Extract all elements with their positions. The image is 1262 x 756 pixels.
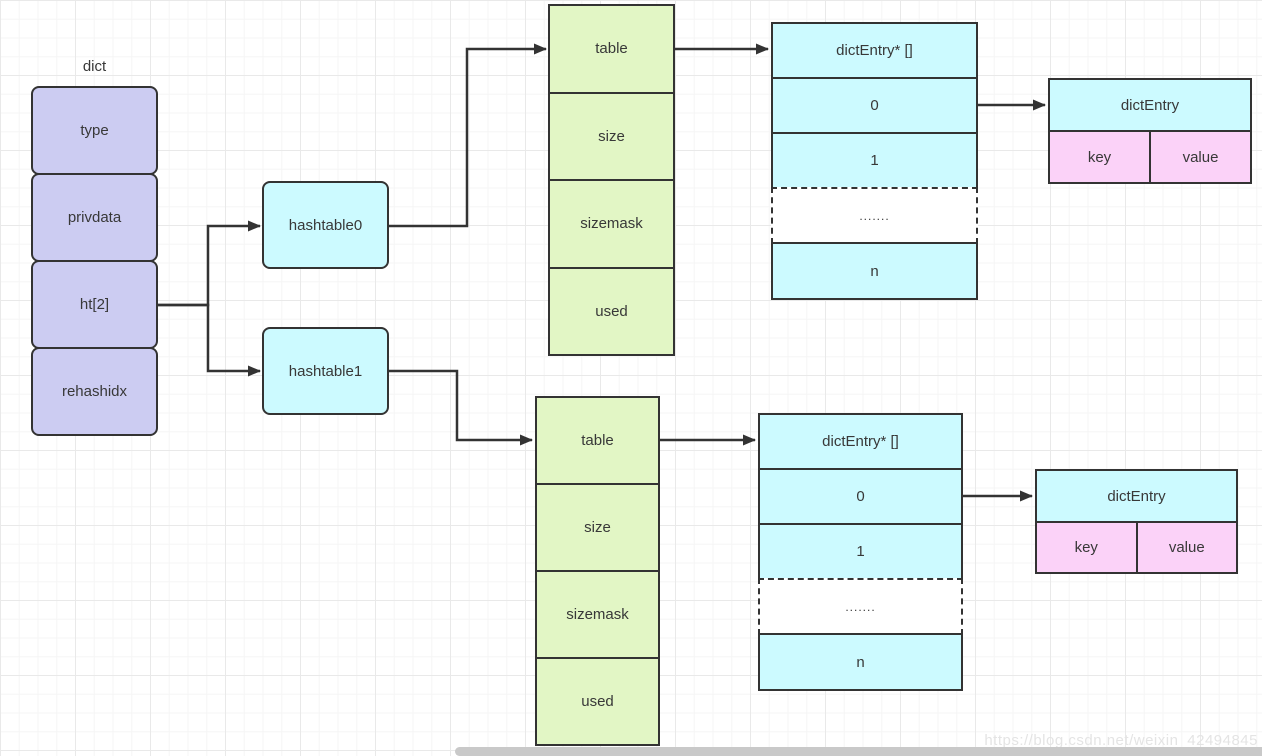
bucket1-slot-ellipsis: ....... — [758, 578, 963, 635]
hashtable0-node: hashtable0 — [262, 181, 389, 269]
dictentry1-header: dictEntry — [1037, 471, 1236, 523]
bucket1-slot-n: n — [758, 633, 963, 691]
dict-title: dict — [82, 58, 107, 75]
dict-field-privdata: privdata — [31, 173, 158, 262]
horizontal-scrollbar-thumb[interactable] — [455, 747, 1262, 756]
dictht1-field-size: size — [537, 485, 658, 572]
dictentry1-value-cell: value — [1137, 523, 1236, 572]
dictht0-field-used: used — [550, 268, 673, 354]
dictht0-field-table: table — [550, 6, 673, 94]
bucket1-slot-1: 1 — [758, 523, 963, 580]
dictht1-field-sizemask: sizemask — [537, 572, 658, 659]
dictentry0-key-cell: key — [1050, 132, 1151, 182]
watermark: https://blog.csdn.net/weixin_42494845 — [984, 732, 1258, 749]
bucket0-slot-n: n — [771, 242, 978, 300]
connector-ht2-to-hashtable1 — [157, 303, 261, 377]
bucket0-slot-0: 0 — [771, 77, 978, 134]
dict-field-type: type — [31, 86, 158, 175]
dictentry1-node: dictEntry key value — [1035, 469, 1238, 574]
dictht0-field-sizemask: sizemask — [550, 181, 673, 269]
dictentry0-value-cell: value — [1151, 132, 1250, 182]
connector-hashtable1-to-struct1 — [389, 369, 533, 446]
dictht1-struct: table size sizemask used — [535, 396, 660, 746]
connector-ht2-to-hashtable0 — [157, 220, 261, 307]
dictht1-field-used: used — [537, 659, 658, 744]
bucket1-header: dictEntry* [] — [758, 413, 963, 470]
dict-field-ht2: ht[2] — [31, 260, 158, 349]
dictht0-field-size: size — [550, 93, 673, 181]
hashtable1-node: hashtable1 — [262, 327, 389, 415]
dictentry0-node: dictEntry key value — [1048, 78, 1252, 184]
dict-field-rehashidx: rehashidx — [31, 347, 158, 436]
bucket0-header: dictEntry* [] — [771, 22, 978, 79]
bucket1-slot-0: 0 — [758, 468, 963, 525]
connector-hashtable0-to-struct0 — [389, 43, 547, 228]
dictht1-field-table: table — [537, 398, 658, 485]
bucket0-slot-ellipsis: ....... — [771, 187, 978, 244]
dictht0-struct: table size sizemask used — [548, 4, 675, 356]
bucket0-slot-1: 1 — [771, 132, 978, 189]
dictentry1-key-cell: key — [1037, 523, 1138, 572]
dictentry0-header: dictEntry — [1050, 80, 1250, 132]
